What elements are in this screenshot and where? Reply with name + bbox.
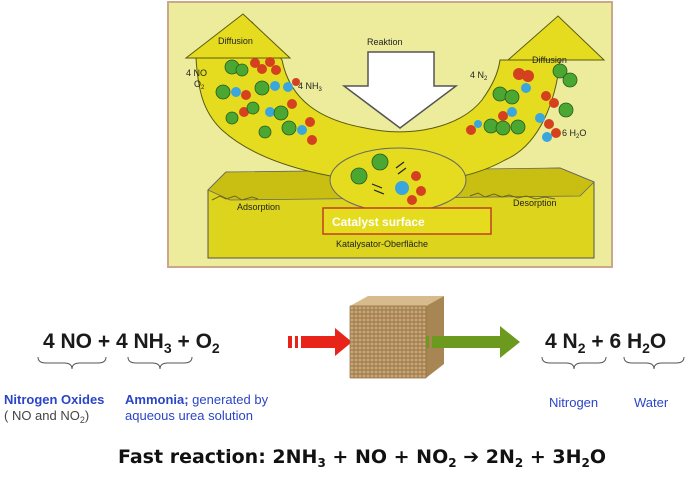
eq-no: 4 NO bbox=[43, 330, 93, 353]
diffusion-right-arrow bbox=[506, 15, 606, 61]
molecules-reaction bbox=[350, 153, 426, 205]
molecules-left bbox=[215, 57, 317, 145]
eq-n2: 4 N2 bbox=[545, 330, 586, 356]
label-4no: 4 NO bbox=[186, 68, 207, 78]
label-o2: O2 bbox=[194, 79, 205, 91]
eq-h2o: 6 H2O bbox=[609, 330, 667, 356]
label-reaktion: Reaktion bbox=[367, 37, 403, 47]
annot-nitrogen-oxides: Nitrogen Oxides bbox=[4, 392, 105, 407]
red-arrow bbox=[288, 328, 352, 356]
label-catalyst-surface: Catalyst surface bbox=[332, 215, 425, 229]
catalyst-cube bbox=[349, 296, 444, 379]
equation-products: 4 N2 + 6 H2O bbox=[545, 330, 666, 356]
annot-ammonia: Ammonia; generated by bbox=[125, 392, 269, 407]
diffusion-left-arrow bbox=[184, 13, 292, 59]
catalyst-surface-box bbox=[322, 207, 492, 235]
green-arrow bbox=[426, 326, 520, 358]
label-adsorption: Adsorption bbox=[237, 202, 280, 212]
eq-plus3: + bbox=[591, 330, 604, 353]
surface-texture bbox=[211, 192, 556, 201]
reaktion-arrow bbox=[341, 51, 459, 129]
label-4n2: 4 N2 bbox=[470, 70, 488, 82]
annot-water: Water bbox=[634, 395, 669, 410]
equation-reactants: 4 NO + 4 NH3 + O2 bbox=[43, 330, 220, 356]
label-4nh3: 4 NH3 bbox=[298, 81, 323, 93]
annot-nitrogen-oxides-detail: ( NO and NO2) bbox=[4, 408, 90, 425]
label-6h2o: 6 H2O bbox=[562, 128, 586, 140]
eq-o2: O2 bbox=[195, 330, 220, 356]
label-diffusion-right: Diffusion bbox=[532, 55, 567, 65]
label-diffusion-left: Diffusion bbox=[218, 36, 253, 46]
label-desorption: Desorption bbox=[513, 198, 557, 208]
eq-plus2: + bbox=[177, 330, 190, 353]
eq-plus1: + bbox=[97, 330, 111, 353]
eq-nh3: 4 NH3 bbox=[115, 330, 172, 356]
label-katalysator: Katalysator-Oberfläche bbox=[336, 239, 428, 249]
annot-ammonia-detail: aqueous urea solution bbox=[125, 408, 253, 423]
braces bbox=[37, 356, 685, 370]
reaction-ellipse bbox=[329, 147, 467, 213]
molecules-right bbox=[466, 63, 578, 142]
fast-reaction: Fast reaction: 2NH3 + NO + NO2 ➔ 2N2 + 3… bbox=[118, 446, 607, 470]
annot-nitrogen: Nitrogen bbox=[549, 395, 599, 410]
